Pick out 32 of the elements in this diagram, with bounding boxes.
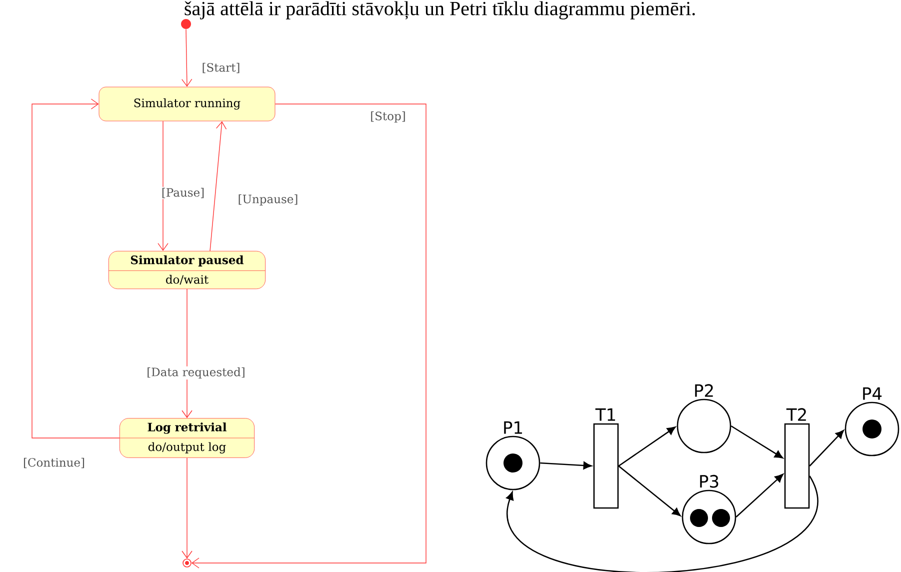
- edge-label: [Data requested]: [146, 366, 246, 380]
- arrow: [182, 288, 192, 418]
- arrow: [540, 462, 592, 470]
- state-box: Simulator paused do/wait: [108, 250, 266, 290]
- arrow: [618, 426, 676, 467]
- arrow: [158, 120, 168, 251]
- arrow: [182, 28, 192, 87]
- place-label: P1: [504, 421, 522, 434]
- arrow: [506, 476, 818, 572]
- place-label: P2: [695, 384, 713, 397]
- arrow: [210, 121, 227, 252]
- state-box: Simulator running: [98, 86, 276, 122]
- arrow: [730, 425, 784, 458]
- heading-text: šajā attēlā ir parādīti stāvokļu un Petri tīklu diagrammu piemēri.: [184, 1, 695, 20]
- arrow: [618, 465, 681, 516]
- end-state: [182, 558, 192, 568]
- edge-label: [Unpause]: [236, 193, 300, 207]
- edge-label: [Pause]: [160, 186, 206, 200]
- transition-label: T1: [595, 408, 616, 421]
- transition-label: T2: [786, 408, 806, 421]
- place-label: P3: [700, 474, 718, 488]
- arrow: [182, 458, 192, 559]
- arrow: [736, 474, 784, 518]
- edge-label: [Continue]: [22, 456, 86, 470]
- edge-label: [Stop]: [369, 110, 407, 124]
- edge-label: [Start]: [200, 62, 242, 74]
- start-dot: [181, 19, 191, 29]
- place-label: P4: [863, 387, 882, 400]
- arrow: [809, 430, 844, 466]
- arrow: [191, 104, 426, 568]
- state-box: Log retrivial do/output log: [119, 418, 255, 458]
- arrow: [32, 98, 120, 438]
